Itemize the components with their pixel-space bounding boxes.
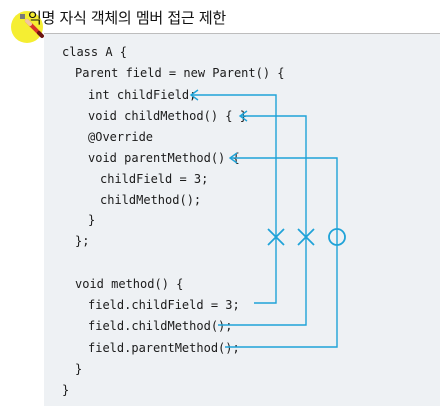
code-line: } <box>75 362 83 376</box>
pen-cursor-icon <box>25 19 44 38</box>
header-divider <box>44 33 440 34</box>
code-panel <box>44 34 440 406</box>
code-line: field.childField = 3; <box>88 298 240 312</box>
code-line: }; <box>75 234 90 248</box>
code-line: field.parentMethod(); <box>88 341 240 355</box>
code-line: int childField; <box>88 88 197 102</box>
bullet-icon <box>20 14 25 19</box>
code-line: } <box>62 383 70 397</box>
code-line: childField = 3; <box>100 172 209 186</box>
code-line: } <box>88 213 96 227</box>
x-mark-icon <box>267 228 285 246</box>
code-line: field.childMethod(); <box>88 319 233 333</box>
arrowhead-left-icon <box>189 89 199 101</box>
code-line: class A { <box>62 45 128 59</box>
arrowhead-left-icon <box>238 110 248 122</box>
arrow-childfield <box>192 94 277 304</box>
cursor-highlight <box>11 11 43 43</box>
x-mark-icon <box>297 228 315 246</box>
arrow-childmethod <box>218 115 307 326</box>
code-line: @Override <box>88 130 154 144</box>
code-line: childMethod(); <box>100 193 202 207</box>
code-line: Parent field = new Parent() { <box>75 66 285 80</box>
circle-mark-icon <box>328 228 346 246</box>
arrow-parentmethod <box>225 157 338 348</box>
code-line: void method() { <box>75 277 184 291</box>
arrowhead-left-icon <box>228 152 238 164</box>
page-title: 익명 자식 객체의 멤버 접근 제한 <box>28 9 226 27</box>
